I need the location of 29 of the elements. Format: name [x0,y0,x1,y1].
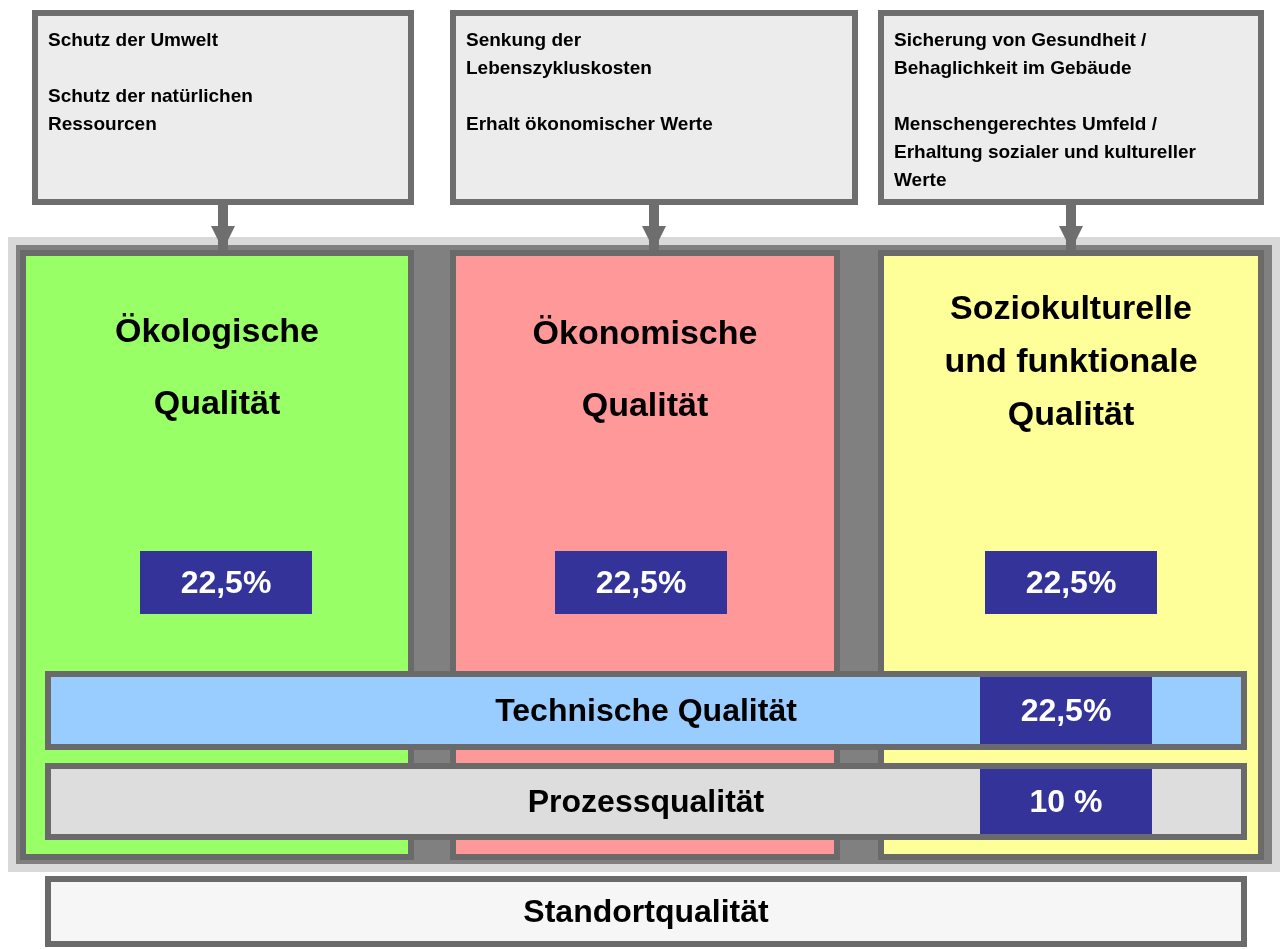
goal-text: Senkung der Lebenszykluskosten [466,28,653,80]
goal-box [32,10,414,205]
goal-box [450,10,858,205]
band-title: Prozessqualität [527,783,765,820]
arrow [211,205,235,250]
percentage-value: 10 % [1029,783,1103,820]
percentage-badge [985,551,1157,614]
column-title: Ökonomische Qualität [531,312,759,425]
percentage-badge [980,769,1152,834]
column-title: Soziokulturelle und funktionale Qualität [943,287,1199,434]
percentage-value: 22,5% [180,564,272,601]
percentage-badge [980,677,1152,744]
arrow [642,205,666,250]
percentage-value: 22,5% [1025,564,1117,601]
column-title: Ökologische Qualität [113,310,321,423]
percentage-value: 22,5% [1020,692,1112,729]
quality-band [45,876,1247,947]
percentage-badge [555,551,727,614]
arrow [1059,205,1083,250]
goal-text: Erhalt ökonomischer Werte [466,112,714,136]
goal-box [878,10,1264,205]
goal-text: Schutz der Umwelt [48,28,219,52]
band-title: Technische Qualität [495,692,797,729]
goal-text: Menschengerechtes Umfeld / Erhaltung sozialer und kultureller Werte [894,112,1197,192]
goal-text: Schutz der natürlichen Ressourcen [48,84,254,136]
percentage-badge [140,551,312,614]
percentage-value: 22,5% [595,564,687,601]
goal-text: Sicherung von Gesundheit / Behaglichkeit im Gebäude [894,28,1148,80]
band-title: Standortqualität [523,893,769,930]
